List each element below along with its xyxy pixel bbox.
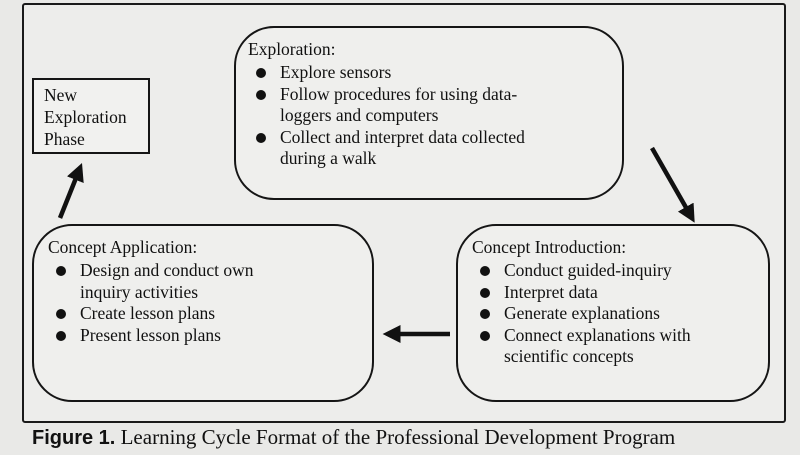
list-item: Design and conduct own inquiry activitie… — [48, 260, 372, 303]
new-phase-line: Exploration — [44, 107, 127, 127]
concept-application-box: Concept Application: Design and conduct … — [32, 224, 374, 402]
arrow-application-to-new-phase — [57, 162, 84, 219]
bullet-icon — [480, 309, 490, 319]
list-item: Conduct guided-inquiry — [472, 260, 768, 282]
exploration-box: Exploration: Explore sensors Follow proc… — [234, 26, 624, 200]
concept-introduction-box: Concept Introduction: Conduct guided-inq… — [456, 224, 770, 402]
list-item: Create lesson plans — [48, 303, 372, 325]
bullet-icon — [256, 132, 266, 143]
item-line: Create lesson plans — [80, 303, 216, 323]
item-line: Generate explanations — [504, 303, 660, 323]
concept-application-title: Concept Application: — [48, 237, 198, 257]
bullet-icon — [256, 68, 266, 78]
caption-label: Figure 1. — [32, 427, 116, 449]
figure-caption: Figure 1. Learning Cycle Format of the P… — [32, 425, 675, 450]
item-line: Explore sensors — [280, 62, 392, 82]
list-item: Present lesson plans — [48, 325, 372, 347]
bullet-icon — [56, 330, 66, 341]
item-line: during a walk — [280, 148, 377, 168]
caption-text: Learning Cycle Format of the Professiona… — [115, 425, 676, 449]
bullet-icon — [480, 266, 490, 276]
list-item: Follow procedures for using data- logger… — [248, 84, 622, 127]
list-item: Interpret data — [472, 282, 768, 304]
concept-introduction-title: Concept Introduction: — [472, 237, 627, 257]
bullet-icon — [56, 266, 66, 276]
concept-application-list: Design and conduct own inquiry activitie… — [48, 260, 372, 346]
concept-introduction-list: Conduct guided-inquiry Interpret data Ge… — [472, 260, 768, 368]
item-line: Present lesson plans — [80, 324, 221, 345]
new-exploration-phase-box: New Exploration Phase — [32, 78, 150, 154]
list-item: Connect explanations with scientific con… — [472, 325, 768, 368]
item-line: scientific concepts — [504, 346, 634, 366]
list-item: Collect and interpret data collected dur… — [248, 127, 622, 170]
exploration-title: Exploration: — [248, 39, 336, 59]
item-line: Conduct guided-inquiry — [504, 260, 672, 280]
item-line: Connect explanations with — [504, 324, 691, 345]
bullet-icon — [256, 89, 266, 100]
arrow-exploration-to-introduction — [650, 146, 695, 223]
new-phase-line: New — [44, 85, 78, 105]
item-line: Design and conduct own — [80, 260, 254, 280]
item-line: Interpret data — [504, 281, 598, 302]
item-line: Collect and interpret data collected — [280, 126, 525, 147]
exploration-list: Explore sensors Follow procedures for us… — [248, 62, 622, 170]
bullet-icon — [480, 287, 490, 298]
item-line: inquiry activities — [80, 281, 199, 302]
new-phase-line: Phase — [44, 129, 85, 149]
figure-frame — [22, 3, 786, 423]
bullet-icon — [56, 309, 66, 319]
bullet-icon — [480, 330, 490, 341]
item-line: Follow procedures for using data- — [280, 83, 518, 104]
list-item: Generate explanations — [472, 303, 768, 325]
item-line: loggers and computers — [280, 105, 439, 125]
list-item: Explore sensors — [248, 62, 622, 84]
